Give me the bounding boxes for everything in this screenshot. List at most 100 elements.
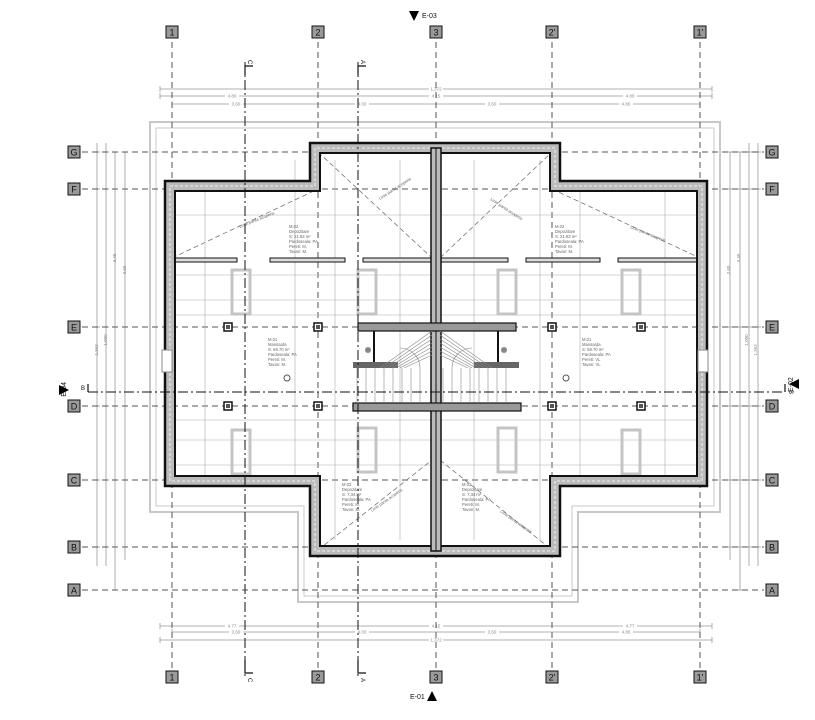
grid-bubble-row bbox=[765, 473, 779, 487]
dimension-text: 3.60 bbox=[122, 265, 127, 274]
grid-bubble-column bbox=[311, 670, 325, 684]
grid-bubble-label: D bbox=[71, 402, 78, 412]
chimney-symbol bbox=[283, 374, 291, 382]
elevation-label: E-01 bbox=[410, 694, 425, 701]
room-label-id: M.03 bbox=[462, 482, 472, 487]
room-label-id: M.02 bbox=[289, 224, 299, 229]
section-label: C bbox=[246, 60, 252, 65]
grid-bubble-label: C bbox=[71, 476, 78, 486]
stair-winder bbox=[379, 330, 433, 369]
section-cut-marker bbox=[244, 660, 253, 674]
room-label-name: Depozitare bbox=[462, 487, 483, 492]
dimension-text-bg bbox=[225, 623, 239, 628]
grid-bubble-row bbox=[67, 473, 81, 487]
room-label-name: Mansarda bbox=[268, 342, 287, 347]
room-label-id: M.02 bbox=[555, 224, 565, 229]
room-label-id: M.01 bbox=[582, 337, 592, 342]
grid-bubble-label: 3 bbox=[433, 673, 438, 683]
grid-bubble-column bbox=[429, 25, 443, 39]
dimension-text: 3.60 bbox=[488, 630, 497, 635]
room-label-area: S: 68.70 m² bbox=[582, 347, 604, 352]
grid-bubble-label: 2' bbox=[549, 28, 556, 38]
elevation-label: E-04 bbox=[61, 382, 68, 397]
column-core bbox=[550, 325, 554, 329]
dimension-text-bg bbox=[485, 101, 499, 106]
column-core bbox=[316, 404, 320, 408]
knee-wall bbox=[617, 257, 698, 263]
room-label-ceiling: Tavan: VL bbox=[582, 362, 601, 367]
dimension-text: 4.00 bbox=[358, 630, 367, 635]
dimension-text-bg bbox=[429, 86, 443, 91]
exterior-walls bbox=[161, 141, 709, 558]
grid-bubble-row bbox=[765, 182, 779, 196]
dimension-text-bg bbox=[623, 623, 637, 628]
dimension-text: 3.60 bbox=[726, 265, 731, 274]
dimension-text: 1.363 bbox=[94, 344, 99, 356]
stair-beam-bottom bbox=[352, 402, 522, 412]
grid-bubble-column bbox=[693, 25, 707, 39]
grid-bubble-row bbox=[765, 320, 779, 334]
room-label-area: S: 7.34 m² bbox=[462, 492, 482, 497]
stair-winder bbox=[439, 350, 473, 369]
grid-bubble-column bbox=[165, 670, 179, 684]
grid-bubble-label: 1' bbox=[697, 28, 704, 38]
grid-bubble-label: C bbox=[769, 476, 776, 486]
room-label-area: S: 68.70 m² bbox=[268, 347, 290, 352]
gable-window bbox=[161, 349, 173, 373]
roof-overhang-inner bbox=[155, 127, 715, 597]
dimension-text-bg bbox=[619, 629, 633, 634]
room-label-area: S: 21.83 m² bbox=[555, 234, 577, 239]
stair-winder bbox=[403, 354, 433, 369]
dimension-text: 4.77 bbox=[626, 624, 635, 629]
knee-wall bbox=[174, 257, 238, 263]
section-cut-marker bbox=[357, 65, 366, 75]
dimension-text: 1.372 bbox=[430, 87, 442, 92]
dimension-text: 3.45 bbox=[736, 253, 741, 262]
dimension-text: 3.60 bbox=[488, 102, 497, 107]
room-label-area: S: 21.83 m² bbox=[289, 234, 311, 239]
grid-bubble-column bbox=[545, 670, 559, 684]
room-label-ceiling: Tavan: M. bbox=[462, 507, 480, 512]
stair-winder bbox=[387, 338, 433, 369]
room-label-walls: Pereti: M. bbox=[268, 357, 286, 362]
section-label: C bbox=[246, 678, 252, 683]
dimension-text-bg bbox=[355, 101, 369, 106]
room-label-floor: Pardoseala: PA bbox=[289, 239, 318, 244]
knee-wall bbox=[439, 257, 509, 263]
room-label-id: M.01 bbox=[268, 337, 278, 342]
room-label-walls: Pereti: M. bbox=[555, 244, 573, 249]
wall-insulation-line bbox=[169, 147, 703, 552]
grid-bubble-label: 1 bbox=[169, 673, 174, 683]
grid-bubble-row bbox=[765, 540, 779, 554]
dimension-text-bg bbox=[225, 93, 239, 98]
skylight-window bbox=[230, 268, 252, 316]
dimension-text: 4.80 bbox=[228, 94, 237, 99]
stair-winder bbox=[391, 342, 433, 369]
column-core bbox=[226, 404, 230, 408]
grid-bubble-row bbox=[765, 399, 779, 413]
roof-overhang-outline bbox=[149, 121, 721, 603]
grid-bubble-row bbox=[67, 145, 81, 159]
room-label-ceiling: Tavan: M. bbox=[555, 249, 573, 254]
grid-bubble-row bbox=[765, 583, 779, 597]
dimension-text-bg bbox=[229, 101, 243, 106]
dimension-text-bg bbox=[355, 629, 369, 634]
roof-slope-line bbox=[439, 459, 553, 551]
stair-winder bbox=[383, 334, 433, 369]
grid-bubble-column bbox=[311, 25, 325, 39]
wall-outer-line bbox=[163, 141, 709, 558]
dimension-lines: 1.3724.804.154.803.604.003.604.804.774.1… bbox=[94, 86, 761, 643]
stair-winder bbox=[439, 354, 469, 369]
dimension-text-bg bbox=[619, 101, 633, 106]
grid-bubble-label: F bbox=[71, 185, 77, 195]
stair-landing-left bbox=[353, 362, 398, 368]
column-core bbox=[639, 325, 643, 329]
elevation-marker-icon bbox=[59, 385, 69, 395]
stair-landing-right bbox=[474, 362, 519, 368]
grid-bubble-label: 2' bbox=[549, 673, 556, 683]
elevation-label: E-03 bbox=[422, 13, 437, 20]
grid-bubble-label: 1' bbox=[697, 673, 704, 683]
